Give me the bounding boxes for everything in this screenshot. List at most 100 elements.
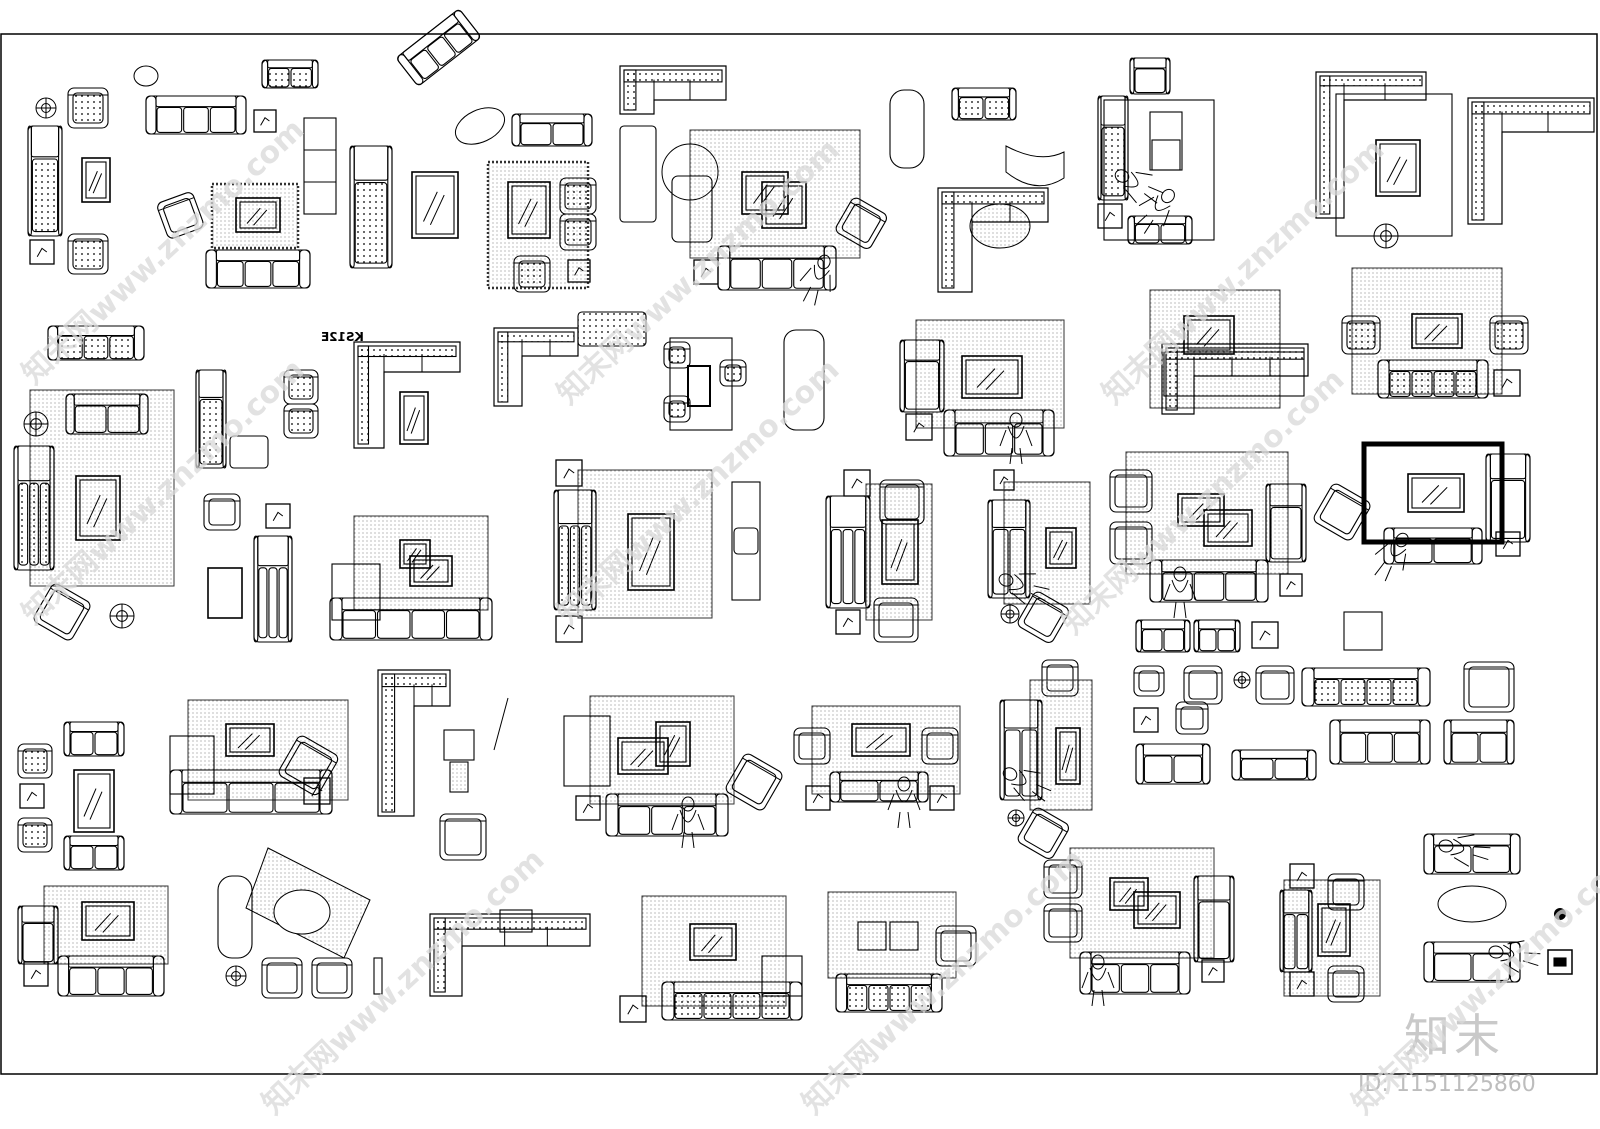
sofa-arm bbox=[583, 113, 593, 147]
sofa-arm bbox=[1135, 619, 1142, 653]
table bbox=[687, 365, 711, 407]
sofa-arm bbox=[1009, 87, 1017, 121]
side-table bbox=[929, 785, 955, 811]
stool bbox=[889, 921, 919, 951]
rug-icon bbox=[865, 483, 933, 621]
sofa-cushion bbox=[199, 398, 223, 465]
sofa-cushion bbox=[97, 967, 125, 995]
decor bbox=[1296, 979, 1308, 990]
person-body bbox=[1374, 541, 1407, 582]
sofa-arm bbox=[943, 409, 956, 457]
rug-area bbox=[865, 483, 933, 621]
sofa-cushion bbox=[1340, 678, 1366, 706]
chair-seat bbox=[22, 822, 48, 848]
mirrored-label: KS12E bbox=[321, 330, 364, 344]
stool bbox=[443, 729, 475, 761]
chair-seat bbox=[39, 589, 85, 635]
sofa-icon bbox=[63, 835, 125, 871]
sofa-back bbox=[1142, 743, 1204, 756]
coffee-table-icon bbox=[235, 197, 281, 233]
sofa-arm bbox=[1423, 833, 1435, 875]
coffee-table-icon bbox=[1133, 891, 1181, 929]
sofa-back bbox=[1489, 453, 1527, 480]
armchair-icon bbox=[1255, 665, 1295, 705]
sofa-cushion bbox=[70, 731, 94, 756]
sofa-back bbox=[903, 339, 941, 361]
glass-reflection bbox=[426, 566, 440, 581]
sofa-icon bbox=[1329, 719, 1431, 765]
chair-body bbox=[1463, 661, 1515, 713]
armchair-icon bbox=[157, 192, 204, 239]
side-table bbox=[567, 259, 591, 283]
coffee-table-icon bbox=[411, 171, 459, 239]
sofa-cushion bbox=[618, 806, 651, 835]
coffee-table-icon bbox=[1203, 509, 1253, 547]
glass-reflection bbox=[1424, 323, 1440, 340]
sofa-frame bbox=[1163, 351, 1305, 397]
knob bbox=[1554, 908, 1566, 920]
glass-reflection bbox=[423, 191, 438, 222]
chair-body bbox=[283, 403, 319, 439]
sofa-arm bbox=[1124, 95, 1129, 201]
decor bbox=[851, 478, 863, 489]
sofa-arm bbox=[27, 125, 32, 237]
glass-reflection bbox=[1325, 919, 1337, 944]
side-table-icon bbox=[23, 961, 49, 987]
sofa-arm bbox=[139, 393, 149, 435]
decor bbox=[26, 791, 38, 802]
decor bbox=[574, 266, 584, 276]
chaise bbox=[217, 875, 253, 959]
chair-seat bbox=[1023, 813, 1063, 853]
chair-seat bbox=[1346, 320, 1376, 350]
glass-reflection bbox=[637, 750, 654, 768]
rug-area bbox=[353, 515, 489, 611]
armchair-icon bbox=[283, 403, 319, 439]
sectional-sofa-icon bbox=[429, 913, 591, 997]
side-table bbox=[1493, 369, 1521, 397]
bench-outline bbox=[303, 117, 337, 215]
chair-back bbox=[50, 587, 89, 611]
person-head bbox=[1395, 532, 1409, 548]
stool bbox=[857, 921, 887, 951]
rug-area bbox=[29, 389, 175, 587]
glass-reflection bbox=[753, 184, 768, 204]
person-icon bbox=[1374, 532, 1409, 582]
sofa-cushion bbox=[410, 49, 439, 80]
chair-back bbox=[296, 739, 337, 764]
chair-seat bbox=[1023, 597, 1063, 637]
table-glass bbox=[621, 741, 665, 771]
sofa-back bbox=[729, 245, 825, 259]
person-head bbox=[998, 573, 1014, 587]
chair-body bbox=[1255, 665, 1295, 705]
chair-seat bbox=[316, 962, 348, 994]
chair-seat bbox=[1114, 474, 1148, 508]
sofa-cushion bbox=[1340, 732, 1367, 763]
chair-body bbox=[719, 359, 747, 387]
sectional-outline bbox=[353, 341, 461, 449]
chair-body bbox=[1043, 903, 1083, 943]
sofa-cushion bbox=[1270, 506, 1302, 560]
sofa-back bbox=[519, 113, 585, 124]
sofa-icon bbox=[1135, 743, 1211, 785]
sofa-arm bbox=[387, 145, 393, 269]
sofa-arm bbox=[453, 9, 481, 41]
glass-reflection bbox=[1196, 327, 1212, 345]
sectional-back bbox=[357, 345, 457, 358]
sofa-arm bbox=[329, 597, 343, 641]
sofa-icon bbox=[825, 495, 871, 609]
sofa-cushion bbox=[955, 423, 984, 455]
decor bbox=[1501, 378, 1513, 389]
table-glass bbox=[745, 175, 785, 211]
decor bbox=[272, 511, 284, 522]
side-table bbox=[253, 109, 277, 133]
side-table bbox=[303, 777, 331, 805]
sectional-back bbox=[1165, 347, 1178, 411]
glass-reflection bbox=[1386, 156, 1401, 183]
sofa-cushion bbox=[1433, 538, 1472, 564]
coffee-table-icon bbox=[225, 723, 275, 757]
armchair-icon bbox=[261, 957, 303, 999]
sectional-back bbox=[941, 191, 955, 289]
sofa-cushion bbox=[290, 67, 312, 88]
sofa-back bbox=[1433, 833, 1511, 846]
sofa-cushion bbox=[651, 806, 683, 835]
